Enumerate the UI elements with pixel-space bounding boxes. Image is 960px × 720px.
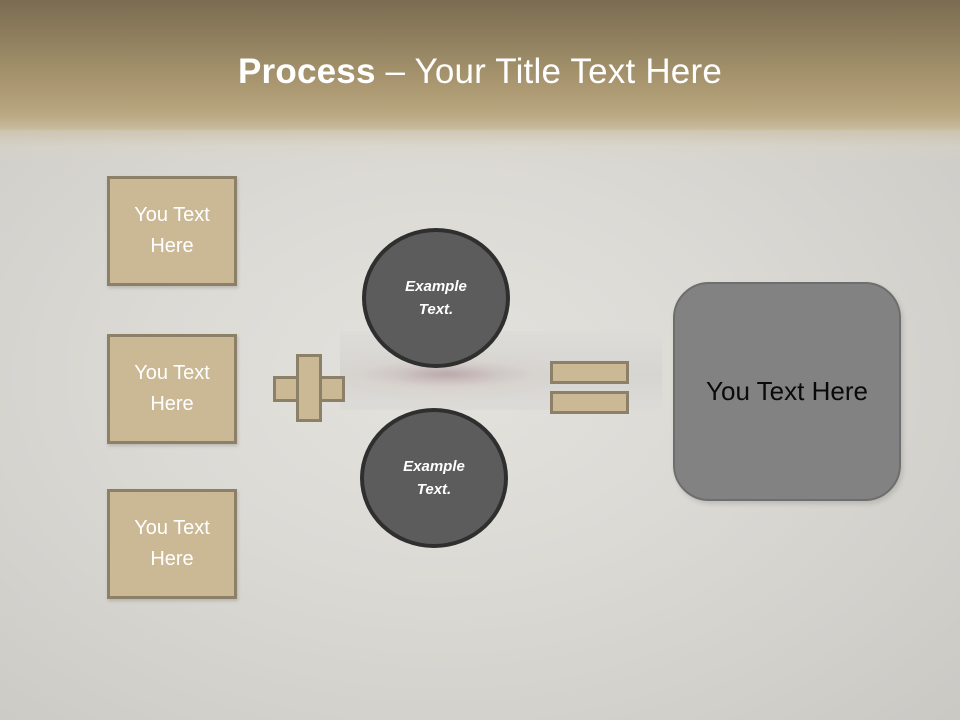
equals-icon (550, 361, 629, 414)
example-circle-bottom-line2: Text. (416, 481, 452, 498)
page-title: Process – Your Title Text Here (0, 50, 960, 94)
input-box-1-label: You Text Here (134, 204, 210, 257)
example-circle-bottom[interactable]: Example Text. (360, 408, 508, 548)
plus-icon-center (299, 379, 319, 399)
title-banner (0, 0, 960, 130)
input-box-3[interactable]: You Text Here (107, 489, 237, 599)
input-box-2[interactable]: You Text Here (107, 334, 237, 444)
example-circle-top-line1: Example (405, 278, 467, 295)
page-title-strong: Process (238, 52, 376, 91)
input-box-3-label: You Text Here (134, 517, 210, 570)
equals-icon-top-bar (550, 361, 629, 384)
input-box-1[interactable]: You Text Here (107, 176, 237, 286)
input-box-2-label: You Text Here (134, 362, 210, 415)
result-box-label: You Text Here (706, 376, 868, 406)
example-circle-top-line2: Text. (418, 301, 454, 318)
equals-icon-bottom-bar (550, 391, 629, 414)
example-circle-bottom-line1: Example (403, 458, 465, 475)
plus-icon (273, 354, 345, 422)
page-title-rest: – Your Title Text Here (375, 52, 722, 91)
example-circle-top[interactable]: Example Text. (362, 228, 510, 368)
result-box[interactable]: You Text Here (673, 282, 901, 501)
